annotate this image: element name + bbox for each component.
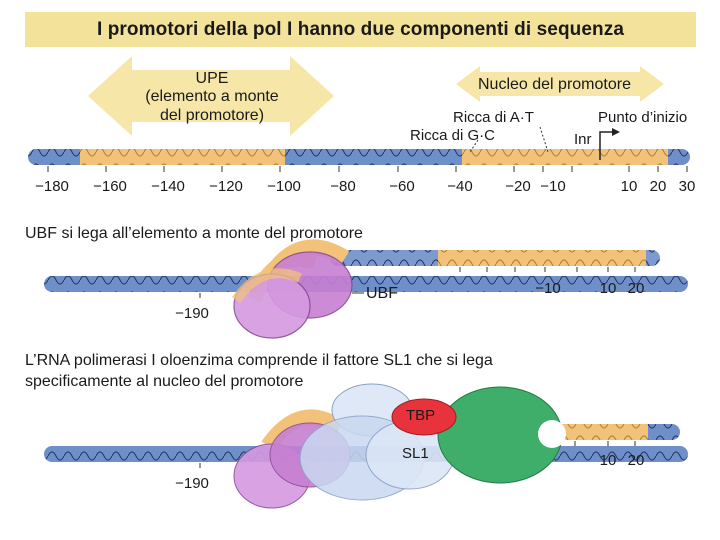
tick-label: 20 (649, 178, 667, 195)
tick-label: −10 (540, 178, 566, 195)
ubf-protein (231, 251, 353, 339)
tick-label: −180 (35, 178, 69, 195)
tick-label: 20 (627, 280, 645, 297)
tick-label: 10 (599, 452, 617, 469)
upe-label: UPE (elemento a monte del promotore) (118, 70, 306, 125)
core-double-arrow (456, 66, 664, 102)
gc-pointer (469, 139, 479, 153)
tick-label: −80 (330, 178, 356, 195)
page-title: I promotori della pol I hanno due compon… (96, 18, 625, 40)
sl1-label: SL1 (402, 445, 429, 462)
ticks-3 (199, 441, 636, 468)
core-label: Nucleo del promotore (478, 76, 631, 93)
rich-gc-label: Ricca di G·C (410, 127, 496, 144)
tick-label: 10 (599, 280, 617, 297)
title-banner: I promotori della pol I hanno due compon… (25, 12, 696, 47)
dna-strand-1 (28, 149, 690, 165)
panel3-caption-2: specificamente al nucleo del promotore (25, 373, 304, 390)
tick-label: −100 (267, 178, 301, 195)
tick-label: −160 (93, 178, 127, 195)
tick-label: −190 (175, 305, 209, 322)
upe-line-1: UPE (195, 70, 229, 87)
start-point-label: Punto d’inizio (598, 109, 688, 126)
tbp-protein (391, 398, 457, 436)
panel2-caption: UBF si lega all’elemento a monte del pro… (25, 225, 363, 242)
tbp-label: TBP (406, 407, 436, 424)
panel3-caption-1: L’RNA polimerasi I oloenzima comprende i… (25, 352, 493, 369)
upe-line-2: (elemento a monte (145, 88, 279, 106)
tick-label: −10 (535, 280, 561, 297)
ubf-label: UBF (366, 285, 398, 302)
rich-at-label: Ricca di A·T (453, 109, 534, 126)
start-bent-arrow (599, 131, 614, 160)
at-pointer (539, 126, 549, 153)
inr-label: Inr (574, 131, 592, 148)
tick-label: −140 (151, 178, 185, 195)
tick-label: 20 (627, 452, 645, 469)
tick-label: 30 (678, 178, 696, 195)
dna-strand-2 (44, 250, 688, 292)
tick-label: −190 (175, 475, 209, 492)
upe-double-arrow (88, 56, 334, 136)
tick-label: −40 (447, 178, 473, 195)
ticks-1 (47, 166, 688, 172)
tick-label: −60 (389, 178, 415, 195)
tick-label: −120 (209, 178, 243, 195)
upe-line-3: del promotore) (159, 106, 265, 124)
tick-label: −20 (505, 178, 531, 195)
holoenzyme (233, 383, 566, 509)
ticks-2 (199, 267, 636, 298)
tick-label: 10 (620, 178, 638, 195)
